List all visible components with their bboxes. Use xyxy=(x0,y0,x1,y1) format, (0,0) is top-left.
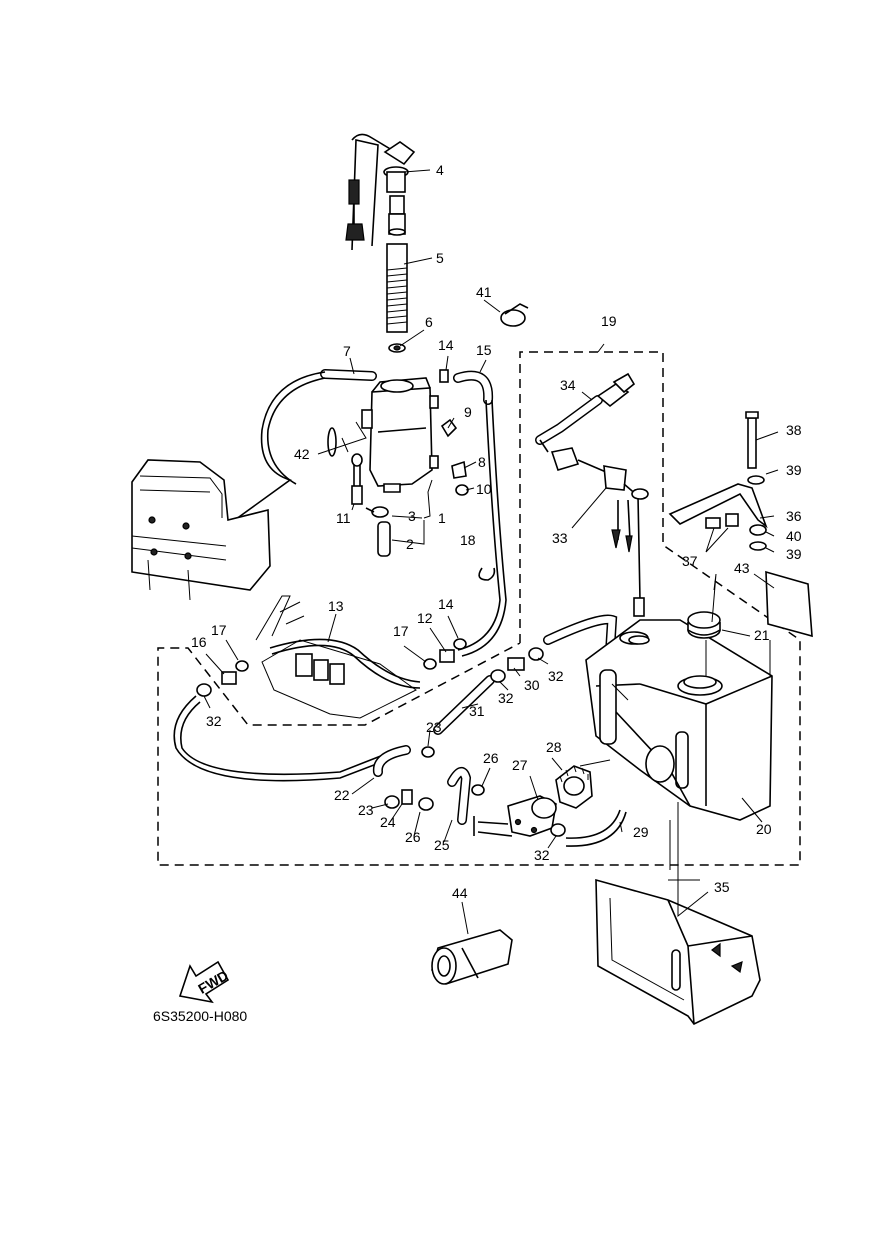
seal-42 xyxy=(327,427,337,457)
oil-filler-assembly xyxy=(345,133,416,353)
engine-block xyxy=(255,595,417,719)
callout-29: 29 xyxy=(633,824,649,840)
callout-3: 3 xyxy=(408,508,416,524)
callout-35: 35 xyxy=(714,879,730,895)
callout-44: 44 xyxy=(452,885,468,901)
callout-5: 5 xyxy=(436,250,444,266)
protective-sleeve xyxy=(431,929,513,985)
callout-25: 25 xyxy=(434,837,450,853)
callout-15: 15 xyxy=(476,342,492,358)
fitting-12 xyxy=(439,649,455,663)
callout-43: 43 xyxy=(734,560,750,576)
hoses xyxy=(173,369,627,847)
callout-31: 31 xyxy=(469,703,485,719)
callout-10: 10 xyxy=(476,481,492,497)
callout-8: 8 xyxy=(478,454,486,470)
callout-42: 42 xyxy=(294,446,310,462)
clip-26-right xyxy=(471,784,485,796)
callout-36: 36 xyxy=(786,508,802,524)
callout-1: 1 xyxy=(438,510,446,526)
clip-3 xyxy=(365,506,389,518)
callout-numbers: 1 2 3 4 5 6 7 8 9 10 11 12 13 14 14 15 1… xyxy=(191,162,802,901)
clip-16 xyxy=(221,671,237,685)
pipe-2 xyxy=(377,521,391,557)
tank-cap xyxy=(687,611,721,639)
callout-9: 9 xyxy=(464,404,472,420)
clip-17a xyxy=(235,660,249,672)
fitting-30 xyxy=(507,657,525,671)
callout-32d: 32 xyxy=(534,847,550,863)
callout-20: 20 xyxy=(756,821,772,837)
callout-27: 27 xyxy=(512,757,528,773)
main-oil-tank xyxy=(585,619,773,821)
callout-12: 12 xyxy=(417,610,433,626)
clip-8 xyxy=(451,460,467,479)
mounting-plate xyxy=(595,878,761,1026)
callout-23b: 23 xyxy=(358,802,374,818)
clip-23-bottom xyxy=(384,795,400,809)
callout-18: 18 xyxy=(460,532,476,548)
clip-23-top xyxy=(421,746,435,758)
clip-18 xyxy=(478,567,496,581)
diagram-reference-code: 6S35200-H080 xyxy=(153,1008,247,1024)
callout-32b: 32 xyxy=(498,690,514,706)
callout-34: 34 xyxy=(560,377,576,393)
callout-19: 19 xyxy=(601,313,617,329)
clip-14-bottom xyxy=(453,638,467,650)
clip-9 xyxy=(440,418,458,438)
callout-26b: 26 xyxy=(405,829,421,845)
callout-2: 2 xyxy=(406,536,414,552)
callout-41: 41 xyxy=(476,284,492,300)
callout-7: 7 xyxy=(343,343,351,359)
assembly-boundaries xyxy=(157,351,801,866)
fitting-24 xyxy=(401,789,413,805)
level-sensor-harness xyxy=(535,372,650,645)
clip-32-left xyxy=(196,683,212,697)
callout-23a: 23 xyxy=(426,719,442,735)
oil-pump xyxy=(473,795,557,837)
callout-6: 6 xyxy=(425,314,433,330)
callout-28: 28 xyxy=(546,739,562,755)
callout-32a: 32 xyxy=(206,713,222,729)
callout-39a: 39 xyxy=(786,462,802,478)
callout-14a: 14 xyxy=(438,337,454,353)
clip-11 xyxy=(351,453,363,505)
callout-11: 11 xyxy=(336,510,351,526)
filler-tube-ribs xyxy=(386,267,408,325)
callout-17a: 17 xyxy=(211,622,227,638)
callout-21: 21 xyxy=(754,627,770,643)
clip-41 xyxy=(500,303,529,327)
warning-label xyxy=(765,570,813,638)
clip-26-left xyxy=(418,797,434,811)
clip-17b xyxy=(423,658,437,670)
callout-32c: 32 xyxy=(548,668,564,684)
callout-26a: 26 xyxy=(483,750,499,766)
callout-39b: 39 xyxy=(786,546,802,562)
callout-33: 33 xyxy=(552,530,568,546)
callout-22: 22 xyxy=(334,787,350,803)
oil-sub-tank xyxy=(361,377,439,493)
oil-strainer xyxy=(555,765,593,809)
callout-17b: 17 xyxy=(393,623,409,639)
clip-32-pump xyxy=(550,823,566,837)
callout-24: 24 xyxy=(380,814,396,830)
clip-14-top xyxy=(439,369,449,383)
clip-32-mid xyxy=(490,669,506,683)
clip-32-right xyxy=(528,647,544,661)
callout-4: 4 xyxy=(436,162,444,178)
callout-40: 40 xyxy=(786,528,802,544)
callout-30: 30 xyxy=(524,677,540,693)
leader-lines xyxy=(203,169,779,935)
forward-direction-arrow: FWD xyxy=(178,960,231,1004)
tank-bracket xyxy=(668,411,768,551)
engine-cowling xyxy=(131,459,271,601)
callout-38: 38 xyxy=(786,422,802,438)
callout-14b: 14 xyxy=(438,596,454,612)
callout-37: 37 xyxy=(682,553,698,569)
callout-13: 13 xyxy=(328,598,344,614)
callout-16: 16 xyxy=(191,634,207,650)
